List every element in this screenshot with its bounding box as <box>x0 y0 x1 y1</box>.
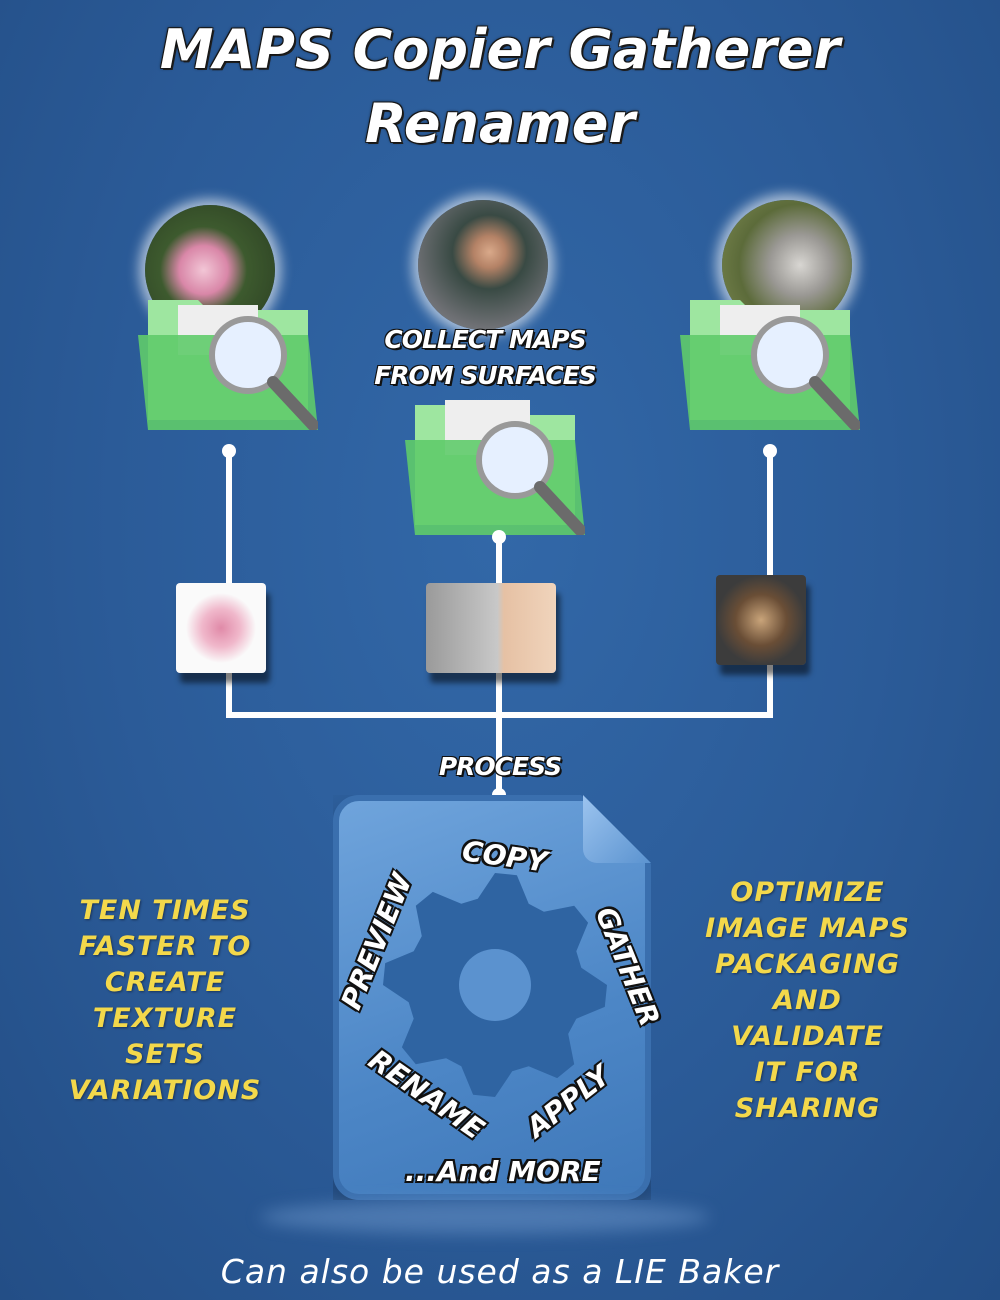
gear-label-more: ...And MORE <box>405 1155 601 1188</box>
title-line-2: Renamer <box>365 92 635 155</box>
footer-text: Can also be used as a LIE Baker <box>220 1252 780 1291</box>
collect-label-1: COLLECT MAPS <box>384 325 586 354</box>
left-feature-text: TEN TIMES FASTER TO CREATE TEXTURE SETS VARIA… <box>40 893 290 1109</box>
flower-texture-map <box>176 583 266 673</box>
document-shadow <box>260 1200 710 1234</box>
horse-texture-map <box>716 575 806 665</box>
folder-search-icon <box>680 300 860 430</box>
folder-search-icon <box>138 300 318 430</box>
right-text-line: AND <box>773 985 842 1016</box>
left-text-line: VARIATIONS <box>68 1075 262 1106</box>
right-text-line: OPTIMIZE <box>730 877 885 908</box>
right-feature-text: OPTIMIZE IMAGE MAPS PACKAGING AND VALIDATE IT… <box>680 875 935 1127</box>
left-text-line: TEN TIMES <box>79 895 251 926</box>
right-text-line: SHARING <box>734 1093 881 1124</box>
collect-label-2: FROM SURFACES <box>374 361 597 390</box>
document-fold <box>583 795 651 863</box>
title-line-1: MAPS Copier Gatherer <box>159 18 841 81</box>
right-text-line: PACKAGING <box>715 949 900 980</box>
left-text-line: SETS <box>125 1039 205 1070</box>
gear-hub <box>459 949 531 1021</box>
folder-search-icon <box>405 400 585 535</box>
character-photo <box>418 200 548 330</box>
process-label: PROCESS <box>438 752 562 781</box>
right-text-line: IT FOR <box>754 1057 861 1088</box>
character-texture-map <box>426 583 556 673</box>
left-text-line: FASTER TO <box>78 931 252 962</box>
left-text-line: CREATE <box>104 967 226 998</box>
right-text-line: VALIDATE <box>731 1021 884 1052</box>
right-text-line: IMAGE MAPS <box>705 913 910 944</box>
gear-icon <box>383 873 607 1097</box>
connector-line <box>226 712 773 718</box>
left-text-line: TEXTURE <box>92 1003 238 1034</box>
